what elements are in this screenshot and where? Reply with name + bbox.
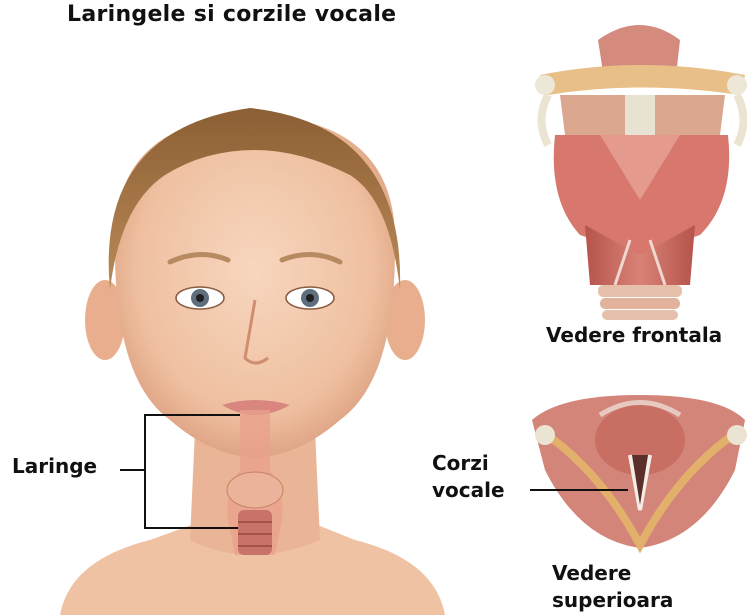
thyroid-cartilage-neck: [227, 472, 283, 508]
vocal-cords-label-line2: vocale: [432, 477, 505, 503]
hyoid-bone: [540, 65, 745, 95]
superior-view-label-line1: Vedere: [552, 560, 631, 586]
larynx-frontal-view: [535, 25, 747, 320]
larynx-superior-view: [532, 395, 747, 548]
larynx-label: Laringe: [12, 453, 97, 479]
superior-view-label-line2: superioara: [552, 587, 673, 613]
child-head: [60, 108, 445, 615]
vocal-cords-label-line1: Corzi: [432, 450, 489, 476]
trachea-neck: [238, 510, 272, 555]
frontal-view-label: Vedere frontala: [546, 322, 722, 348]
trachea-rings: [598, 285, 682, 320]
